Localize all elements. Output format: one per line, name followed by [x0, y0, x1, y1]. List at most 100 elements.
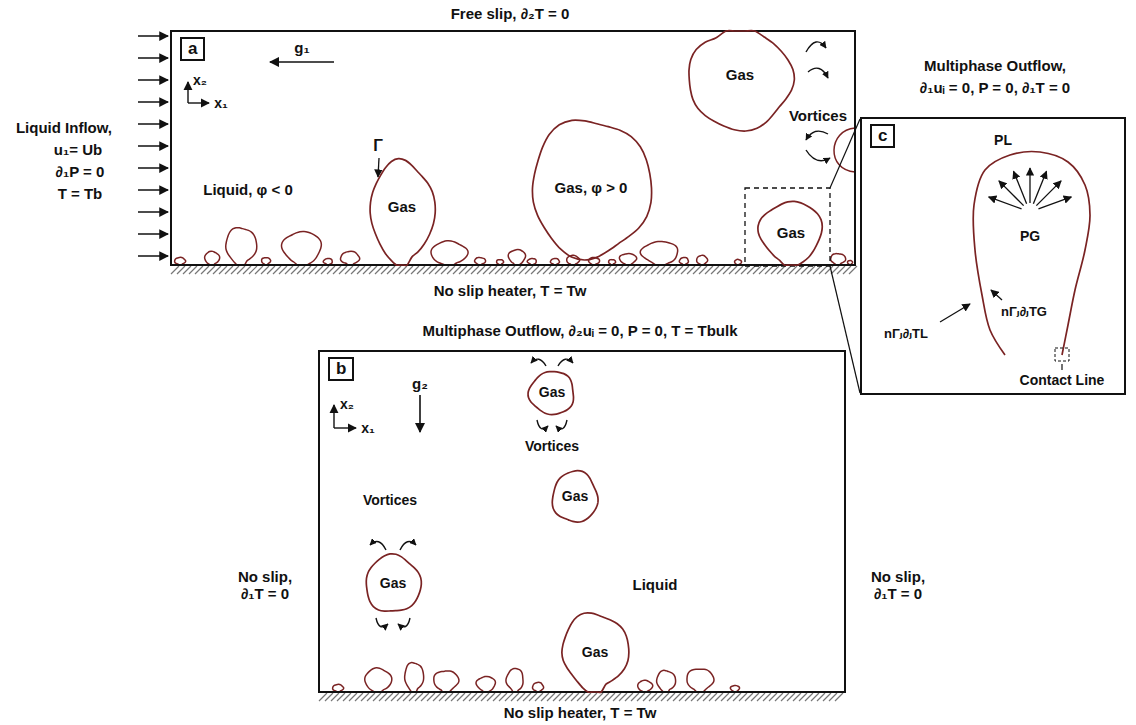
annotation-label: x₂: [340, 396, 354, 412]
gas-bubble: Gas, φ > 0: [530, 118, 652, 258]
annotation-label: PG: [1020, 228, 1040, 244]
gas-bubble: Gas: [368, 160, 436, 266]
annotation-label: Γ: [373, 137, 383, 155]
inflow-arrow: [138, 233, 168, 235]
pressure-arrow: [1029, 168, 1030, 203]
inflow-arrow: [138, 101, 168, 103]
inflow-arrow: [138, 167, 168, 169]
annotation-label: Multiphase Outflow, ∂₂uᵢ = 0, P = 0, T =…: [423, 322, 738, 339]
vortex-arrow: [370, 541, 386, 550]
axis-arrow: [187, 82, 188, 103]
leader-arrow: [378, 158, 379, 177]
inflow-arrow: [138, 255, 168, 257]
gravity-arrow: [419, 395, 421, 432]
bubble-interface: [552, 471, 598, 523]
bubble-interface: [366, 554, 421, 611]
nucleating-bubble: [697, 255, 708, 265]
inflow-arrow: [138, 211, 168, 213]
panel-frame: bGasGasGasGas: [318, 350, 846, 693]
annotation-label: ∂₁uᵢ = 0, P = 0, ∂₁T = 0: [920, 79, 1070, 96]
nucleating-bubble: [340, 251, 359, 265]
zoom-box: [745, 188, 830, 266]
nucleating-bubble: [262, 258, 271, 265]
vortex-arrow: [400, 541, 416, 550]
vortex-arrow: [808, 68, 828, 78]
contact-line-box: [1055, 348, 1069, 361]
nucleating-bubble: [638, 680, 653, 692]
inflow-arrow: [138, 123, 168, 125]
nucleating-bubble: [226, 228, 257, 266]
bubble-label: Gas: [582, 645, 608, 660]
vortex-arrow: [806, 42, 826, 52]
vortex-arrow: [806, 131, 828, 140]
nucleating-bubble: [434, 671, 459, 692]
bubble-interface: [758, 201, 822, 265]
bubble-label: Gas, φ > 0: [555, 180, 628, 197]
pressure-arrow: [1038, 197, 1071, 209]
nucleating-bubble: [657, 670, 676, 692]
nucleating-bubble: [333, 684, 344, 692]
inflow-arrow: [138, 35, 168, 37]
panel-letter: c: [870, 124, 895, 148]
vortex-arrow: [556, 420, 567, 429]
axis-arrow: [188, 102, 209, 103]
annotation-label: Liquid, φ < 0: [203, 181, 293, 198]
annotation-label: T = Tb: [58, 185, 103, 202]
nucleating-bubble: [476, 676, 495, 692]
annotation-label: Vortices: [363, 492, 417, 508]
annotation-label: nΓⱼ∂ⱼTL: [884, 327, 928, 342]
inflow-arrow: [138, 189, 168, 191]
annotation-label: Liquid Inflow,: [16, 119, 112, 136]
nucleating-bubble: [431, 241, 468, 265]
inflow-arrow: [138, 57, 168, 59]
heater-hatching: [319, 693, 843, 701]
flux-arrow: [940, 304, 970, 322]
exiting-bubble: [834, 128, 855, 172]
annotation-label: u₁= Ub: [54, 141, 102, 158]
gas-bubble: Gas: [560, 612, 630, 693]
vortex-arrow: [537, 420, 548, 429]
gravity-arrow: [270, 61, 334, 63]
annotation-label: No slip heater, T = Tw: [504, 704, 657, 721]
panel-frame: aGasGas, φ > 0GasGas: [170, 30, 856, 266]
bubble-closeup: [973, 152, 1090, 355]
nucleating-bubble: [475, 257, 486, 265]
gas-bubble: Gas: [364, 554, 422, 614]
nucleating-bubble: [175, 257, 186, 265]
pressure-arrow: [1014, 171, 1027, 203]
nucleating-bubble: [687, 669, 714, 692]
bubble-label: Gas: [777, 225, 805, 242]
vortex-arrow: [398, 618, 410, 627]
axis-arrow: [334, 427, 356, 428]
annotation-label: x₁: [361, 420, 375, 436]
annotation-label: No slip, ∂₁T = 0: [858, 568, 938, 603]
annotation-label: g₁: [294, 39, 309, 56]
pressure-arrow: [1033, 171, 1046, 203]
heater-hatching: [171, 266, 857, 274]
bubble-label: Gas: [539, 385, 565, 400]
axis-arrow: [333, 405, 334, 428]
nucleating-bubble: [365, 668, 392, 692]
bubble-label: Gas: [380, 576, 406, 591]
bubble-interface: [528, 372, 573, 415]
vortex-arrow: [531, 359, 546, 366]
gas-bubble: Gas: [551, 470, 599, 524]
nucleating-bubble: [282, 231, 322, 265]
annotation-label: Multiphase Outflow,: [924, 57, 1066, 74]
annotation-label: Contact Line: [1020, 372, 1105, 388]
vortex-arrow: [376, 618, 388, 627]
annotation-label: ∂₁P = 0: [56, 163, 105, 180]
annotation-label: No slip heater, T = Tw: [434, 282, 587, 299]
bubble-interface: [532, 120, 651, 260]
annotation-label: Liquid: [633, 576, 678, 593]
nucleating-bubble: [640, 241, 677, 265]
nucleating-bubble: [619, 254, 636, 266]
nucleating-bubble: [506, 669, 523, 693]
nucleating-bubble: [508, 250, 525, 266]
annotation-label: x₂: [193, 72, 207, 88]
nucleating-bubble: [679, 257, 688, 265]
annotation-label: Vortices: [525, 438, 579, 454]
bubble-label: Gas: [562, 489, 588, 504]
inflow-arrow: [138, 145, 168, 147]
